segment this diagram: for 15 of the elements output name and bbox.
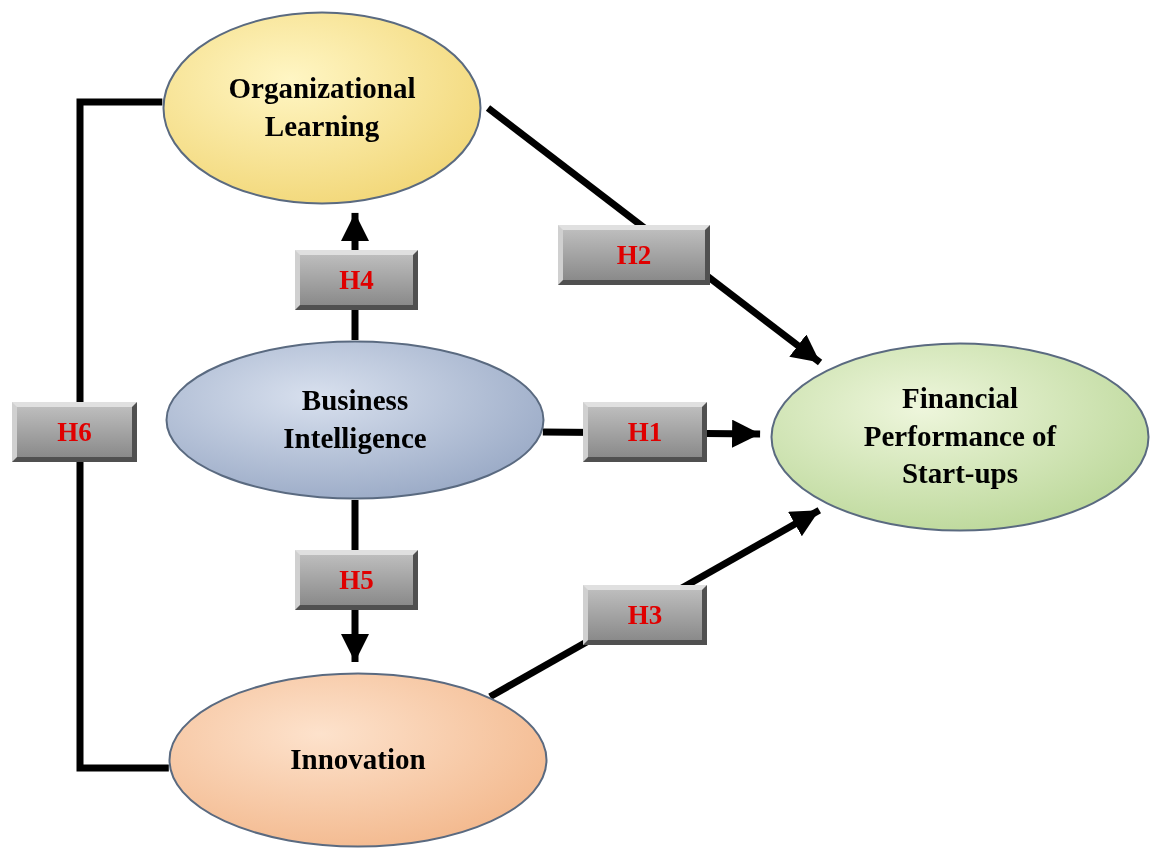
edge-label: H3: [583, 585, 707, 645]
edge-label: H5: [295, 550, 418, 610]
connector-line: [76, 98, 169, 772]
node-label: Business Intelligence: [282, 383, 428, 456]
ellipse-node: [168, 672, 548, 848]
ellipse-node: [165, 340, 545, 500]
node-label: Financial Performance of Start-ups: [862, 381, 1058, 492]
ellipse-node: [162, 11, 482, 205]
node-label: Innovation: [290, 742, 426, 778]
node-label: Organizational Learning: [227, 71, 417, 144]
edge-label: H4: [295, 250, 418, 310]
ellipse-node: [770, 342, 1150, 532]
edge-label: H2: [558, 225, 710, 285]
edge-label: H6: [12, 402, 137, 462]
edge-label: H1: [583, 402, 707, 462]
